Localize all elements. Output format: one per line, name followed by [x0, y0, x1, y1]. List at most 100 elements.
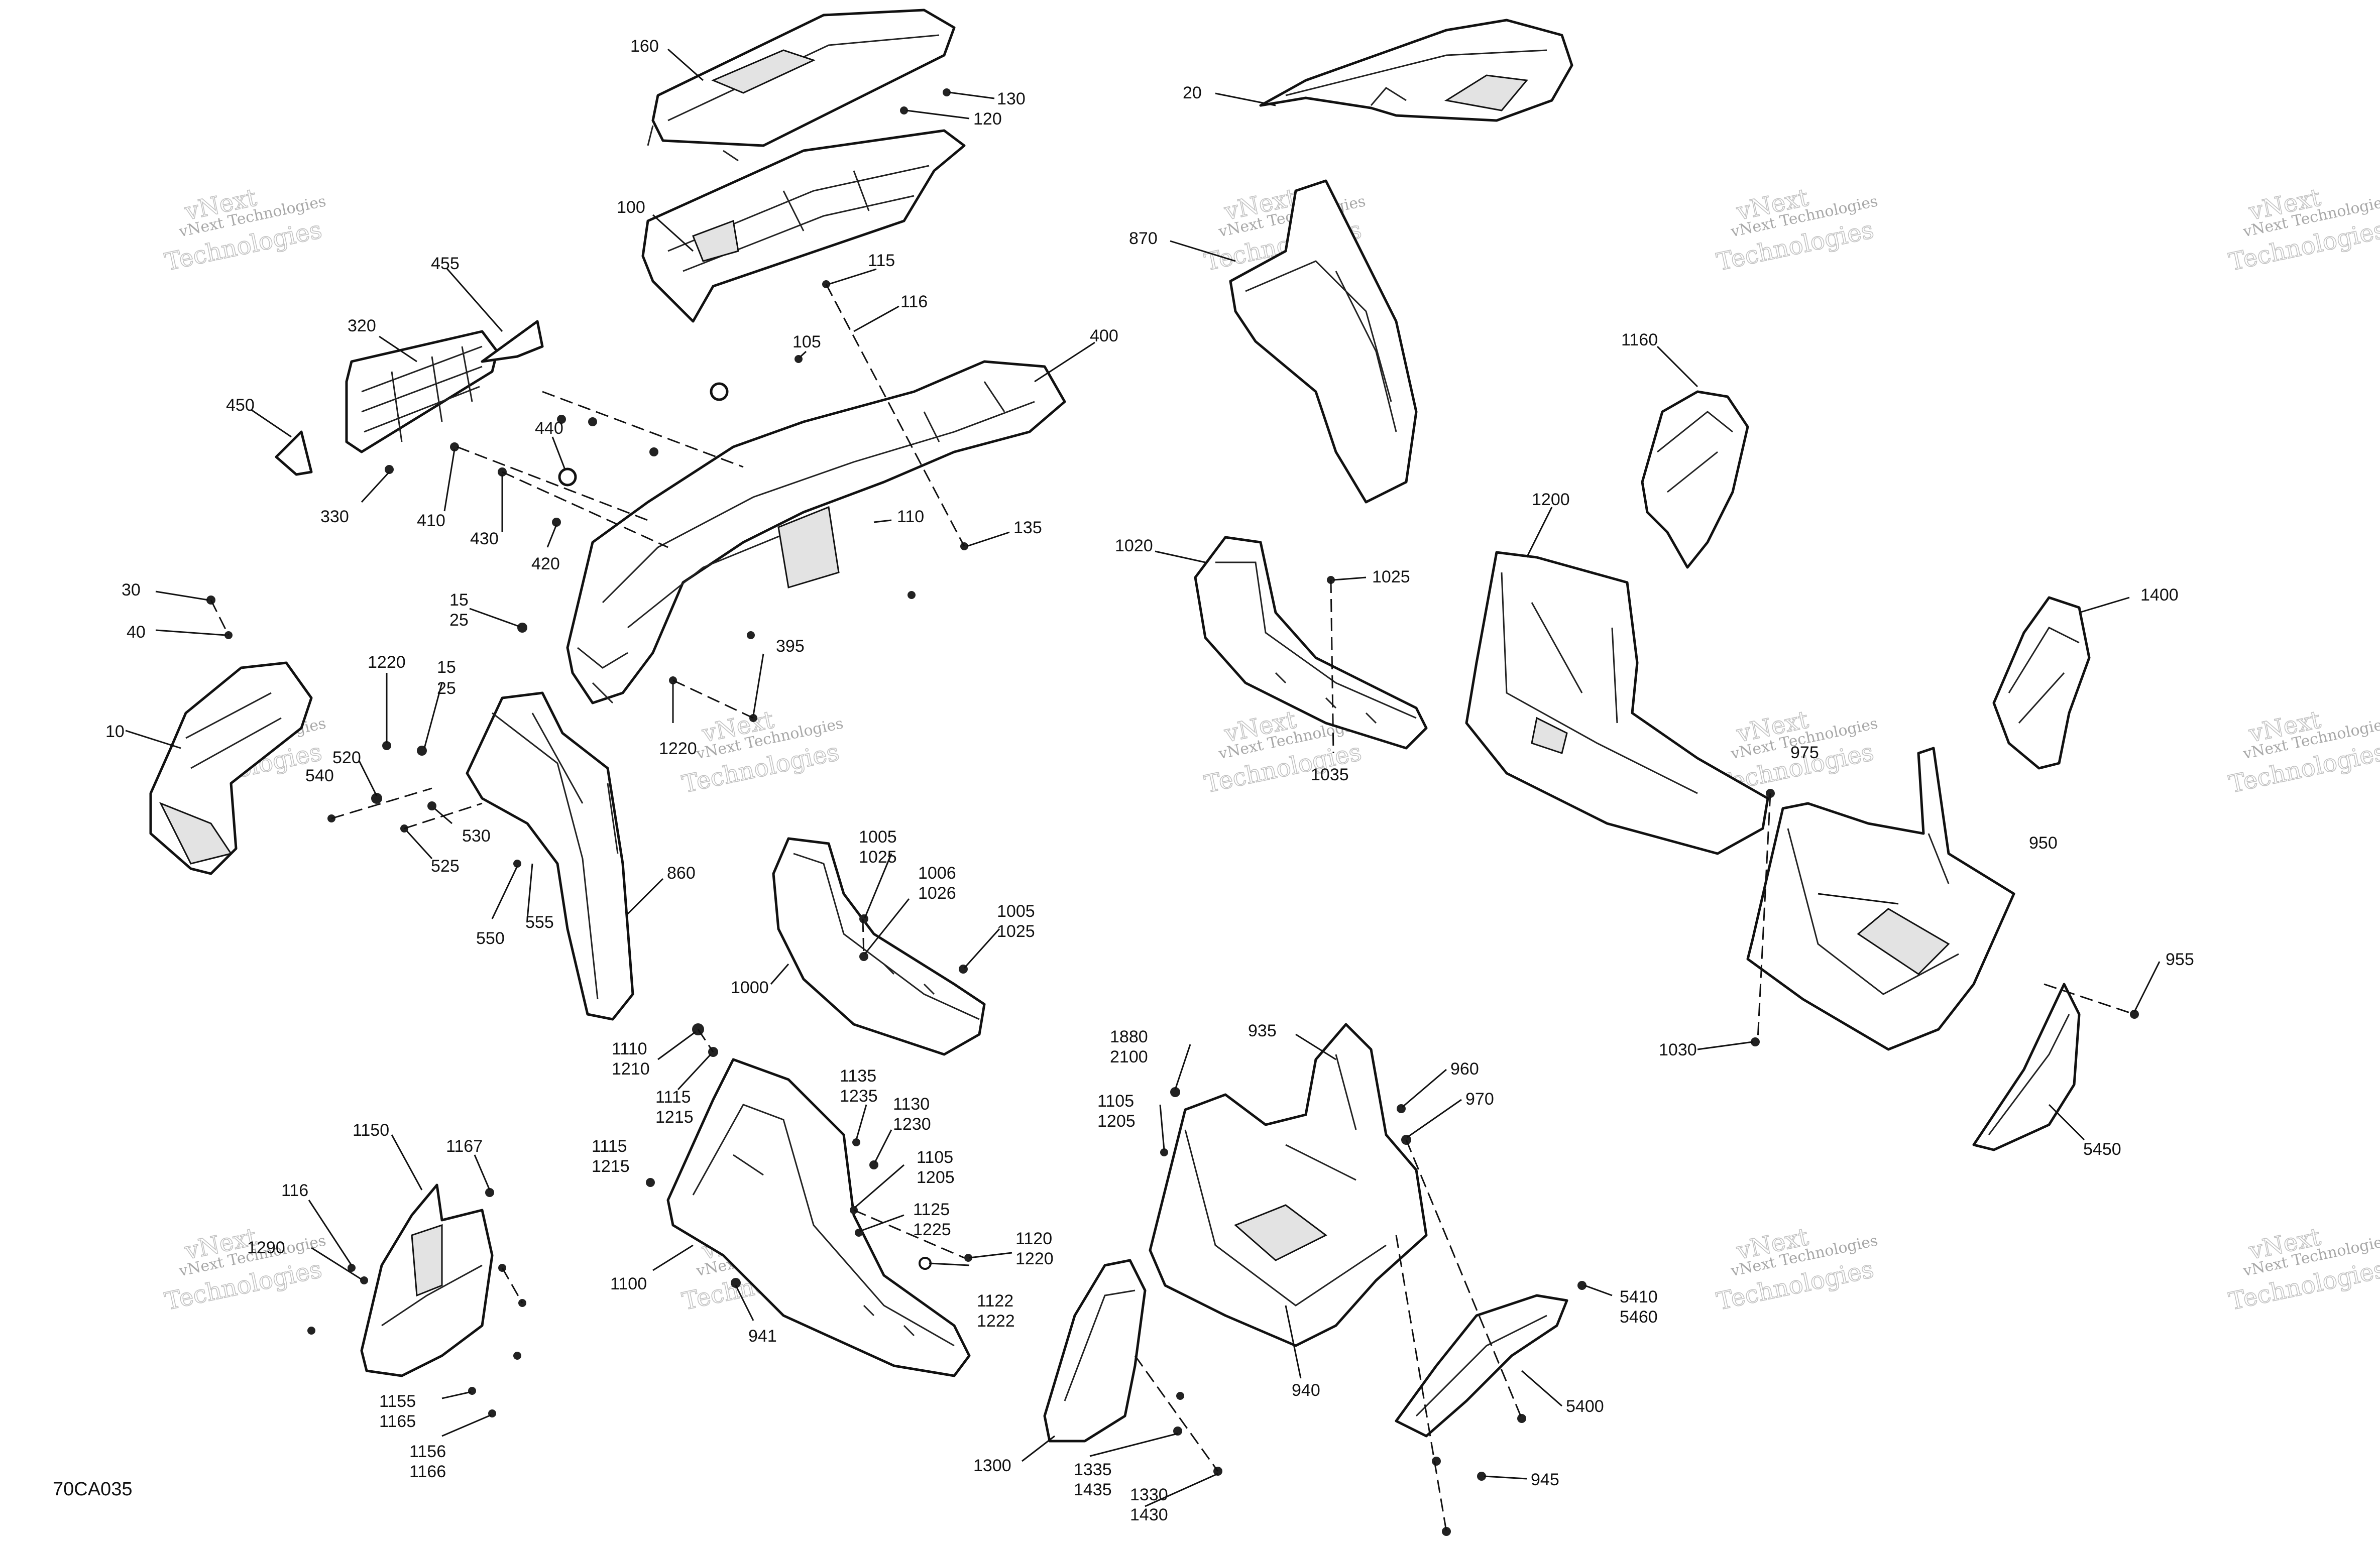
part-1300-side-panel [1043, 1259, 1147, 1443]
callout-950: 950 [2029, 834, 2058, 853]
part-1160-side-cover [1641, 390, 1749, 569]
callout-1167: 1167 [446, 1137, 483, 1156]
callout-116: 116 [281, 1181, 308, 1200]
callout-5460: 5460 [1620, 1308, 1658, 1327]
callout-110: 110 [897, 507, 924, 526]
callout-1430: 1430 [1130, 1505, 1168, 1524]
callout-1005: 1005 [859, 827, 897, 847]
callout-520: 520 [332, 748, 361, 767]
callout-1120: 1120 [1015, 1229, 1052, 1248]
part-5450-skid-plate [1972, 983, 2081, 1151]
part-1200-floor-panel [1465, 551, 1769, 855]
callout-1105: 1105 [917, 1148, 953, 1167]
callout-1222: 1222 [977, 1312, 1015, 1331]
part-10-side-cover [149, 661, 313, 875]
callout-100: 100 [617, 198, 645, 217]
callout-945: 945 [1531, 1470, 1559, 1489]
part-1100-floor-rail [666, 1058, 971, 1377]
part-400-dash-frame [566, 360, 1066, 704]
callout-15: 15 [437, 658, 456, 677]
callout-5410: 5410 [1620, 1287, 1658, 1307]
callout-1122: 1122 [977, 1291, 1013, 1311]
callout-935: 935 [1248, 1021, 1277, 1040]
callout-1335: 1335 [1074, 1460, 1112, 1479]
callout-1026: 1026 [918, 884, 956, 903]
callout-10: 10 [105, 722, 125, 741]
callout-555: 555 [525, 913, 554, 932]
callout-440: 440 [535, 419, 563, 438]
callout-1200: 1200 [1532, 490, 1570, 509]
part-450-panel [275, 430, 313, 476]
callout-1290: 1290 [247, 1238, 285, 1257]
callout-1035: 1035 [1311, 765, 1349, 784]
callout-1160: 1160 [1621, 330, 1658, 349]
assembly-lines [210, 284, 2135, 1532]
part-160-storage-lid [647, 9, 956, 162]
diagram-code: 70CA035 [53, 1479, 132, 1500]
part-950-rear-tub [1746, 747, 2015, 1051]
part-940-rear-floor [1149, 1023, 1428, 1347]
callout-105: 105 [792, 332, 821, 351]
callout-1330: 1330 [1130, 1485, 1168, 1504]
callout-525: 525 [431, 857, 460, 876]
callout-400: 400 [1090, 326, 1118, 345]
callout-15: 15 [449, 590, 469, 610]
fasteners [206, 88, 2139, 1536]
part-320-vent-grille [345, 330, 499, 453]
callout-970: 970 [1465, 1090, 1494, 1109]
callout-labels: 160 130 120 20 100 115 116 105 400 455 3… [105, 37, 2194, 1524]
callout-1135: 1135 [840, 1066, 876, 1086]
callout-1115: 1115 [655, 1088, 691, 1107]
callout-455: 455 [431, 254, 460, 273]
callout-1165: 1165 [379, 1412, 416, 1431]
part-1400-rear-cover [1992, 596, 2091, 770]
part-1000-floor-rail [772, 837, 986, 1056]
callout-1215: 1215 [592, 1157, 630, 1176]
callout-1400: 1400 [2140, 585, 2179, 605]
callout-1435: 1435 [1074, 1480, 1112, 1499]
callout-1025: 1025 [1372, 567, 1410, 586]
callout-540: 540 [305, 766, 334, 785]
callout-1025: 1025 [997, 922, 1035, 941]
callout-1220: 1220 [659, 739, 697, 758]
callout-1100: 1100 [610, 1274, 647, 1293]
callout-130: 130 [997, 89, 1026, 108]
callout-975: 975 [1790, 743, 1819, 762]
part-1150-side-cover [360, 1183, 494, 1377]
callout-960: 960 [1450, 1059, 1479, 1079]
callout-940: 940 [1292, 1381, 1320, 1400]
part-1020-floor-rail [1194, 536, 1428, 750]
callout-530: 530 [462, 826, 491, 846]
part-100-storage-tray [641, 129, 966, 323]
callout-135: 135 [1013, 518, 1042, 537]
callout-1235: 1235 [840, 1087, 878, 1106]
leader-lines [125, 48, 2161, 1507]
callout-20: 20 [1183, 83, 1202, 102]
callout-1210: 1210 [612, 1059, 650, 1079]
callout-1020: 1020 [1115, 536, 1153, 555]
callout-1125: 1125 [913, 1200, 950, 1219]
callout-1220: 1220 [1015, 1249, 1054, 1268]
callout-5450: 5450 [2083, 1140, 2121, 1159]
callout-1205: 1205 [1097, 1112, 1136, 1131]
callout-420: 420 [531, 554, 560, 573]
callout-1230: 1230 [893, 1115, 931, 1134]
callout-1115: 1115 [592, 1137, 627, 1156]
callout-320: 320 [348, 316, 376, 335]
callout-40: 40 [127, 623, 146, 642]
callout-160: 160 [630, 37, 659, 56]
callout-5400: 5400 [1566, 1397, 1604, 1416]
callout-1156: 1156 [409, 1442, 446, 1461]
callout-941: 941 [748, 1327, 777, 1346]
callout-1105: 1105 [1097, 1092, 1134, 1111]
callout-1130: 1130 [893, 1095, 930, 1114]
callout-430: 430 [470, 529, 499, 548]
callout-2100: 2100 [1110, 1047, 1148, 1066]
callout-860: 860 [667, 864, 696, 883]
callout-1155: 1155 [379, 1392, 416, 1411]
callout-1215: 1215 [655, 1108, 694, 1127]
callout-1205: 1205 [917, 1168, 955, 1187]
parts [149, 9, 2091, 1443]
callout-1225: 1225 [913, 1220, 951, 1239]
